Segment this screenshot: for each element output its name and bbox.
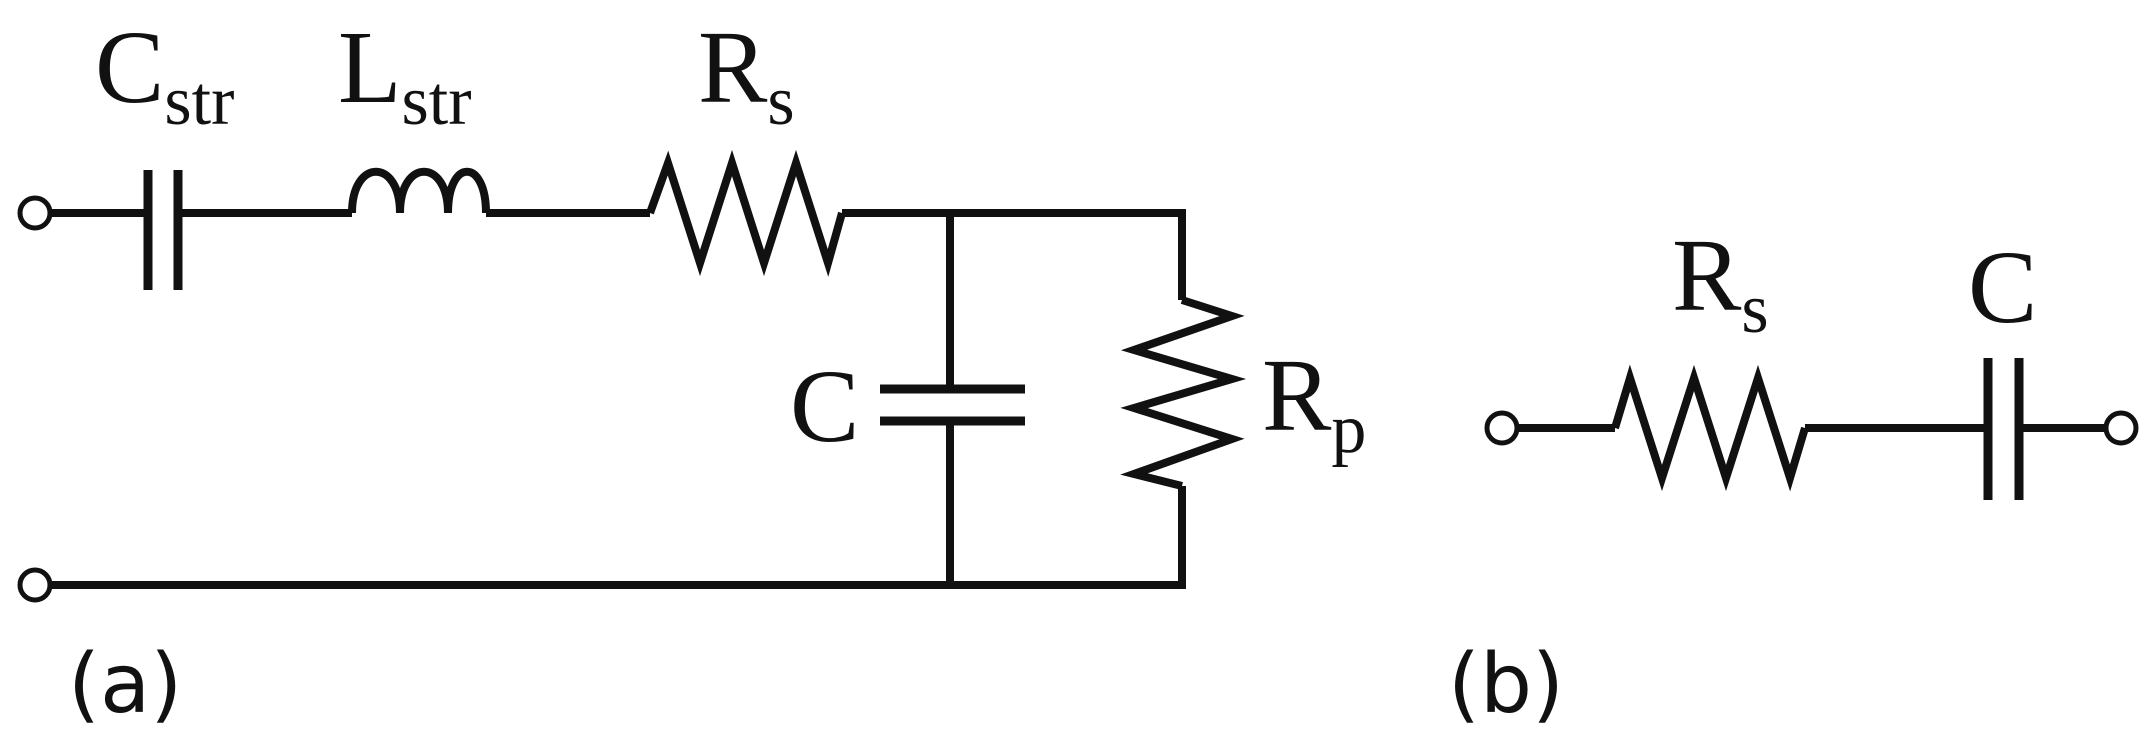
stray-inductor-label: Lstr: [338, 10, 472, 140]
terminal-b-right: [2103, 410, 2139, 446]
stray-capacitor-symbol: [143, 170, 183, 290]
panel-label-a: (a): [68, 637, 182, 732]
terminal-a-top: [17, 195, 53, 231]
series-resistor-label-b: Rs: [1672, 218, 1769, 348]
panel-label-b: (b): [1448, 637, 1564, 732]
terminal-a-bottom: [17, 567, 53, 603]
parallel-resistor-symbol: [1120, 296, 1247, 490]
stray-capacitor-label: Cstr: [95, 10, 234, 140]
series-resistor-label-a: Rs: [698, 10, 795, 140]
terminal-b-left: [1484, 410, 1520, 446]
capacitor-label-a: C: [790, 349, 859, 464]
circuit-a: Cstr Lstr Rs C Rp (a): [17, 10, 1366, 732]
series-resistor-symbol-b: [1611, 364, 1809, 492]
series-resistor-symbol-a: [646, 149, 846, 277]
circuit-b: Rs C (b): [1448, 218, 2139, 732]
capacitor-symbol-b: [1983, 358, 2024, 500]
stray-inductor-symbol: [348, 167, 490, 214]
parallel-resistor-label: Rp: [1262, 338, 1366, 468]
capacitor-symbol-a: [880, 384, 1025, 426]
capacitor-label-b: C: [1968, 230, 2037, 345]
